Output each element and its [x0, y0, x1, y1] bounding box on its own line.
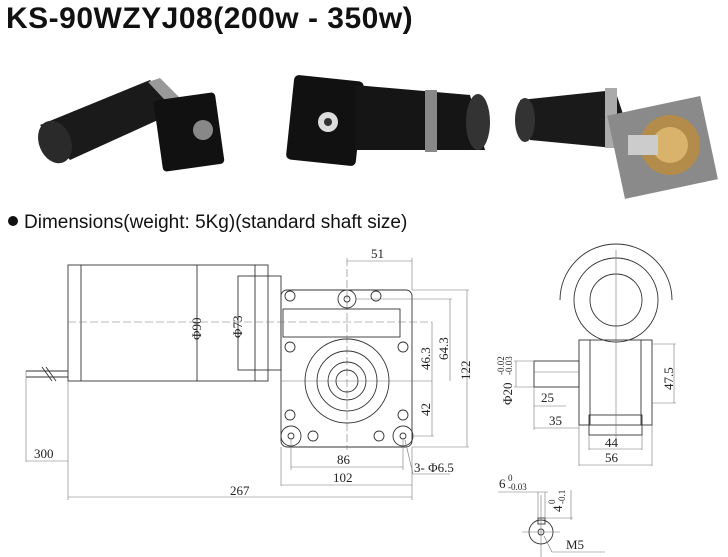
- key-depth-tolerance-upper: 0: [547, 499, 557, 504]
- shaft-diameter-label: Φ20: [500, 382, 515, 405]
- dimensions-heading: Dimensions(weight: 5Kg)(standard shaft s…: [8, 212, 407, 234]
- side-view-drawing: 25 35 44 56 47.5 Φ20 -0.02 -0.03: [496, 243, 676, 466]
- shaft-tolerance-upper: -0.02: [496, 356, 506, 375]
- motor-diameter-label: Φ90: [189, 317, 204, 340]
- flange-diameter-label: Φ73: [230, 315, 245, 338]
- housing-width-label: 102: [333, 470, 353, 485]
- page-title: KS-90WZYJ08(200w - 350w): [6, 2, 414, 35]
- width-56-label: 56: [605, 450, 619, 465]
- height-42-label: 42: [418, 403, 433, 416]
- shaft-length-25-label: 25: [541, 390, 554, 405]
- bullet-icon: [8, 216, 18, 226]
- dimensions-heading-text: Dimensions(weight: 5Kg)(standard shaft s…: [24, 212, 408, 233]
- motor-photo-back: [286, 75, 490, 166]
- shaft-length-35-label: 35: [549, 413, 562, 428]
- height-46-label: 46.3: [418, 347, 433, 370]
- offset-top-label: 51: [371, 246, 384, 261]
- key-width-tolerance-lower: -0.03: [508, 482, 527, 492]
- shaft-tolerance-lower: -0.03: [504, 356, 514, 375]
- key-depth-label: 4: [550, 505, 565, 512]
- thread-label: M5: [566, 537, 584, 552]
- width-44-label: 44: [605, 435, 619, 450]
- cable-length-label: 300: [34, 446, 54, 461]
- total-length-label: 267: [230, 483, 250, 498]
- shaft-key-detail: 6 0 -0.03 4 0 -0.1 M5: [498, 473, 605, 557]
- motor-photo-front: [38, 78, 225, 172]
- key-width-label: 6: [499, 476, 506, 491]
- front-view-drawing: 300 267 86 102 51 3- Φ6.5 Φ90 Φ73 122 64…: [25, 246, 473, 500]
- hole-spacing-label: 86: [337, 452, 351, 467]
- motor-photo-open-gear: [515, 88, 718, 199]
- height-122-label: 122: [458, 361, 473, 381]
- mounting-holes-label: 3- Φ6.5: [414, 460, 454, 475]
- height-64-label: 64.3: [436, 337, 451, 360]
- key-depth-tolerance-lower: -0.1: [557, 490, 567, 504]
- key-width-tolerance-upper: 0: [508, 473, 513, 483]
- height-47-label: 47.5: [661, 367, 676, 390]
